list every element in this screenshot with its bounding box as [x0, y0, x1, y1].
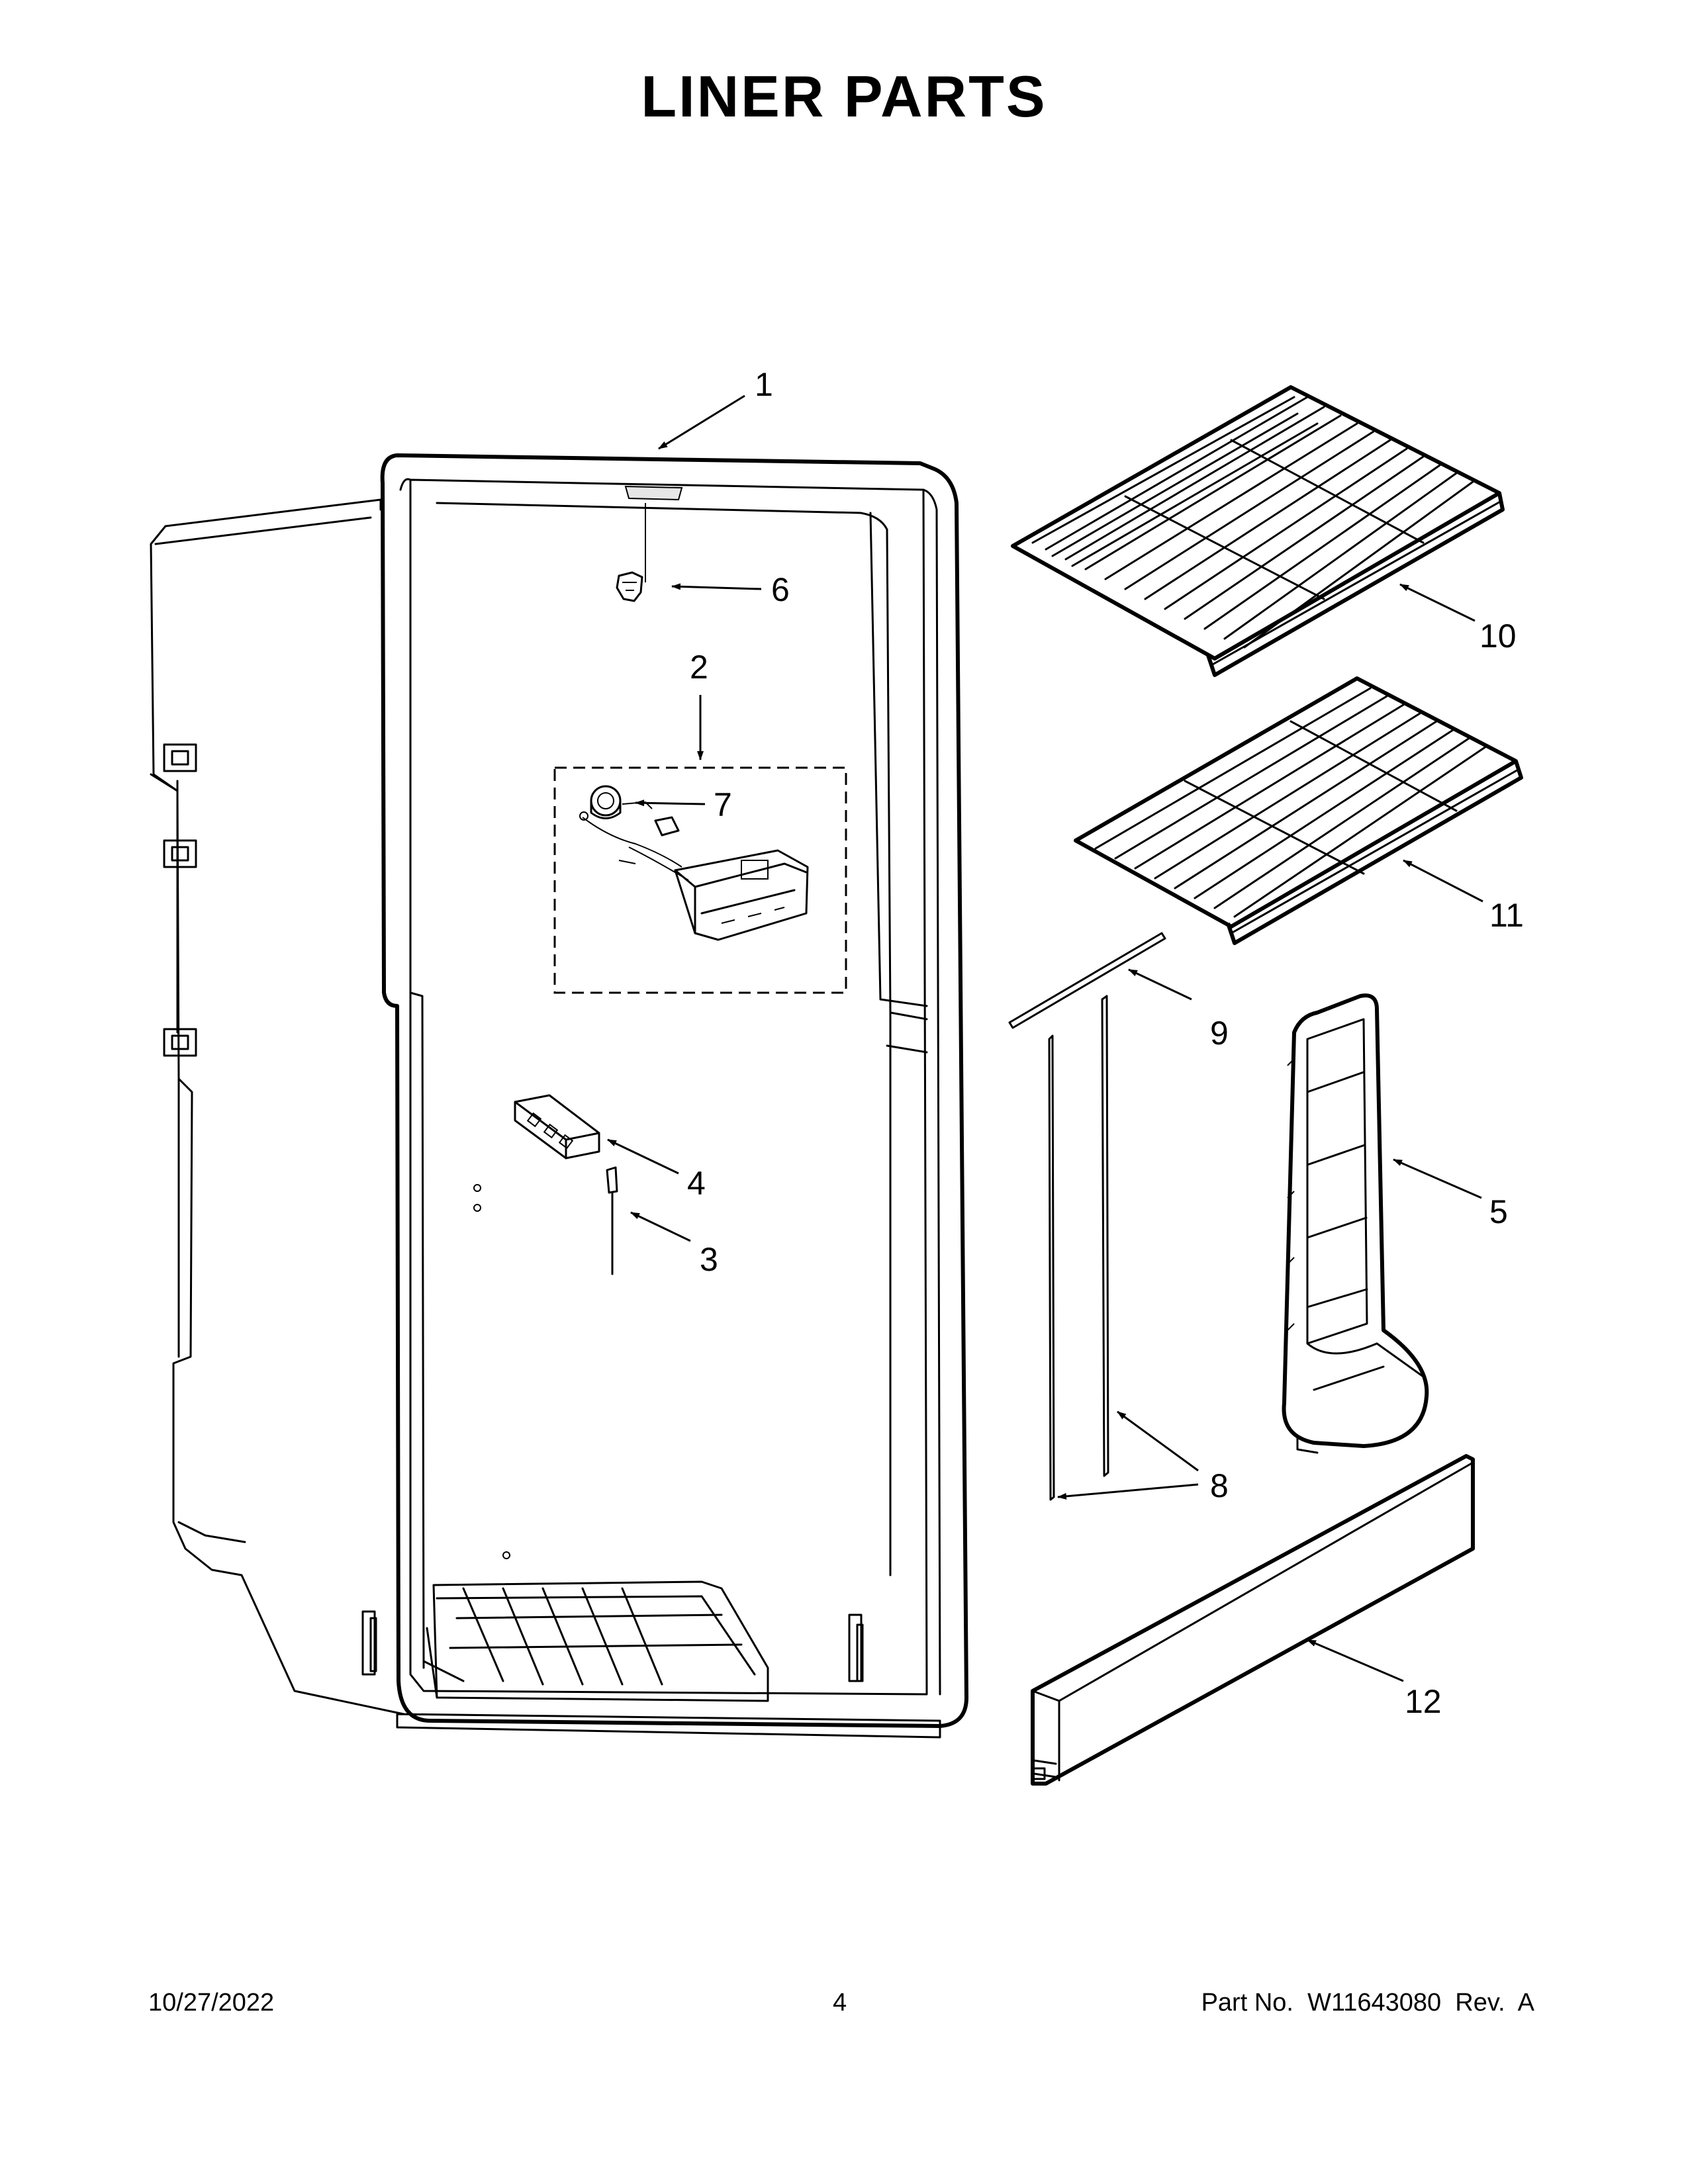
part-4-housing	[514, 1094, 600, 1160]
side-clip	[163, 839, 197, 868]
leader-8a	[1117, 1410, 1199, 1472]
assembly-2-outline	[553, 766, 847, 994]
side-clip	[163, 1028, 197, 1057]
part-3-sensor	[606, 1166, 618, 1275]
leader-8b	[1057, 1483, 1199, 1500]
callout-5: 5	[1489, 1193, 1508, 1230]
leader-3	[630, 1211, 691, 1242]
shelf-11-wires	[1094, 687, 1487, 918]
callout-4: 4	[687, 1165, 706, 1202]
light-housing	[624, 485, 683, 582]
callout-8: 8	[1210, 1467, 1229, 1504]
leader-10	[1399, 583, 1476, 622]
side-clip	[163, 743, 197, 772]
callout-10: 10	[1479, 617, 1517, 655]
part-5-air-duct	[1282, 993, 1429, 1454]
callout-12: 12	[1405, 1683, 1442, 1720]
leader-lines	[607, 394, 1483, 1682]
leader-1	[658, 394, 745, 450]
leader-5	[1393, 1158, 1482, 1199]
callout-1: 1	[755, 366, 773, 403]
callout-7: 7	[714, 786, 732, 823]
part-1-liner	[150, 453, 968, 1739]
leader-4	[607, 1138, 679, 1175]
callouts: 1 6 2 7 4 3 10 11 9 5 8 12	[687, 366, 1524, 1720]
callout-9: 9	[1210, 1015, 1229, 1052]
footer-part-number: Part No. W11643080 Rev. A	[1201, 1989, 1534, 2017]
footer-date: 10/27/2022	[148, 1989, 275, 2017]
part-9-trim	[1008, 932, 1166, 1029]
part-6-clip	[616, 571, 643, 602]
callout-3: 3	[700, 1241, 718, 1278]
shelf-10-wires	[1045, 396, 1474, 649]
callout-6: 6	[771, 571, 790, 608]
part-8-trim-strips	[1048, 995, 1109, 1501]
part-12-bottom-rail	[1031, 1454, 1475, 1786]
leader-7	[635, 799, 706, 807]
leader-6	[671, 583, 762, 590]
page-title: LINER PARTS	[641, 64, 1047, 129]
control-box	[579, 811, 809, 941]
footer-page-number: 4	[833, 1989, 847, 2017]
bottom-floor-grate	[422, 1580, 769, 1702]
leader-11	[1403, 859, 1483, 903]
callout-2: 2	[690, 649, 708, 686]
leader-12	[1307, 1639, 1404, 1682]
callout-11: 11	[1489, 897, 1524, 934]
part-11-wire-shelf	[1074, 676, 1523, 945]
part-10-wire-shelf	[1011, 385, 1505, 677]
leader-9	[1128, 968, 1192, 1001]
